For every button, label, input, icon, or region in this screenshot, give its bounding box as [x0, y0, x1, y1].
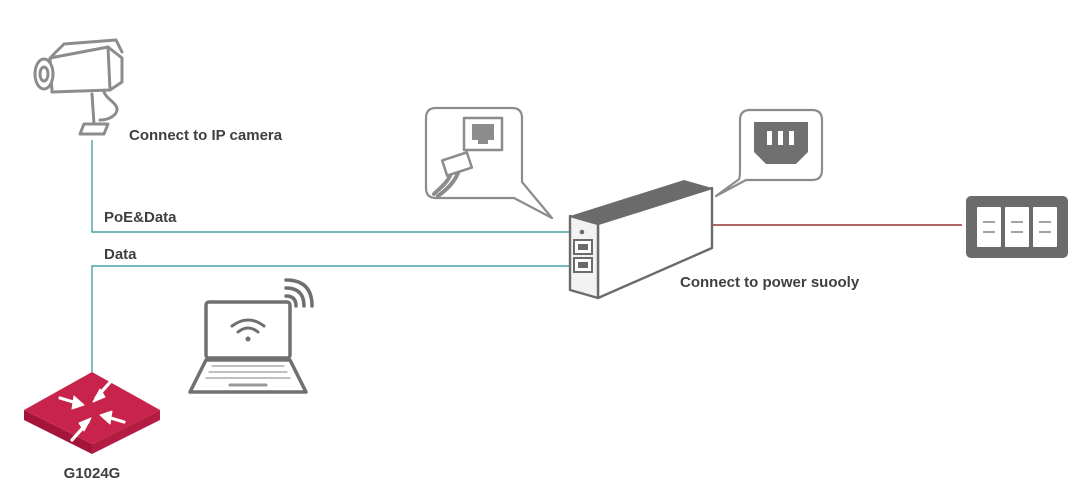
data-label: Data — [104, 246, 137, 263]
poe-data-label: PoE&Data — [104, 209, 177, 226]
wall-outlet-icon — [966, 196, 1068, 258]
power-label: Connect to power suooly — [680, 274, 860, 291]
switch-label: G1024G — [64, 465, 121, 482]
connection-lines — [91, 140, 962, 372]
laptop-wifi-icon — [188, 278, 314, 394]
poe-injector-icon — [568, 180, 714, 300]
rj45-callout — [424, 106, 554, 220]
data-line — [91, 265, 570, 372]
power-socket-icon — [754, 122, 808, 164]
rj45-connector-icon — [432, 116, 504, 198]
network-switch-icon — [24, 372, 160, 454]
ip-camera-icon — [33, 38, 124, 136]
power-callout — [714, 108, 824, 198]
camera-label: Connect to IP camera — [129, 127, 283, 144]
poe-data-line — [91, 140, 570, 233]
